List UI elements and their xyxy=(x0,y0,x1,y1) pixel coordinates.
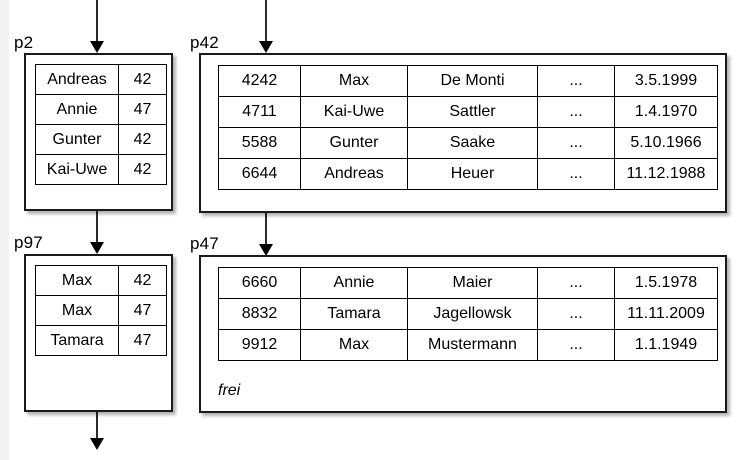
cell-value: 42 xyxy=(118,124,167,155)
cell-first: Max xyxy=(300,329,408,361)
cell-ellipsis: ... xyxy=(537,298,615,330)
arrow-into-p2-head xyxy=(90,41,104,53)
table-row[interactable]: 5588 Gunter Saake ... 5.10.1966 xyxy=(218,127,718,159)
cell-first: Kai-Uwe xyxy=(300,96,408,128)
table-row[interactable]: Annie 47 xyxy=(35,94,167,125)
cell-date: 1.1.1949 xyxy=(614,329,718,361)
cell-last: Heuer xyxy=(407,158,538,190)
cell-id: 9912 xyxy=(218,329,301,361)
cell-ellipsis: ... xyxy=(537,158,615,190)
table-row[interactable]: Andreas 42 xyxy=(35,64,167,95)
page-label-p47: p47 xyxy=(190,234,219,253)
cell-last: De Monti xyxy=(407,65,538,97)
cell-date: 5.10.1966 xyxy=(614,127,718,159)
cell-id: 6660 xyxy=(218,267,301,299)
arrow-p2-to-p97-line xyxy=(96,211,98,245)
page-table-p97: Max 42 Max 47 Tamara 47 xyxy=(35,265,167,356)
page-box-p42[interactable]: 4242 Max De Monti ... 3.5.1999 4711 Kai-… xyxy=(199,53,727,213)
page-table-p2: Andreas 42 Annie 47 Gunter 42 Kai-Uwe 42 xyxy=(35,64,167,185)
cell-date: 1.4.1970 xyxy=(614,96,718,128)
page-label-p42: p42 xyxy=(190,33,219,52)
cell-value: 42 xyxy=(118,265,167,296)
page-table-p42: 4242 Max De Monti ... 3.5.1999 4711 Kai-… xyxy=(218,65,718,190)
cell-value: 47 xyxy=(118,295,167,326)
table-row[interactable]: 4242 Max De Monti ... 3.5.1999 xyxy=(218,65,718,97)
cell-first: Andreas xyxy=(300,158,408,190)
cell-ellipsis: ... xyxy=(537,267,615,299)
cell-first: Max xyxy=(300,65,408,97)
cell-id: 4242 xyxy=(218,65,301,97)
arrow-into-p2-line xyxy=(96,0,98,44)
arrow-out-of-p97-head xyxy=(90,438,104,450)
cell-name: Gunter xyxy=(35,124,119,155)
cell-last: Saake xyxy=(407,127,538,159)
cell-id: 6644 xyxy=(218,158,301,190)
page-box-p2[interactable]: Andreas 42 Annie 47 Gunter 42 Kai-Uwe 42 xyxy=(24,53,173,211)
arrow-out-of-p97-line xyxy=(96,411,98,442)
cell-ellipsis: ... xyxy=(537,65,615,97)
cell-ellipsis: ... xyxy=(537,329,615,361)
table-row[interactable]: Max 47 xyxy=(35,295,167,326)
cell-last: Sattler xyxy=(407,96,538,128)
cell-last: Mustermann xyxy=(407,329,538,361)
table-row[interactable]: Kai-Uwe 42 xyxy=(35,154,167,185)
table-row[interactable]: 4711 Kai-Uwe Sattler ... 1.4.1970 xyxy=(218,96,718,128)
table-row[interactable]: Tamara 47 xyxy=(35,325,167,356)
cell-date: 3.5.1999 xyxy=(614,65,718,97)
left-margin-strip xyxy=(0,0,9,460)
table-row[interactable]: 8832 Tamara Jagellowsk ... 11.11.2009 xyxy=(218,298,718,330)
page-label-p97: p97 xyxy=(14,233,43,252)
cell-first: Gunter xyxy=(300,127,408,159)
cell-name: Tamara xyxy=(35,325,119,356)
cell-name: Max xyxy=(35,295,119,326)
table-row[interactable]: 6660 Annie Maier ... 1.5.1978 xyxy=(218,267,718,299)
cell-last: Jagellowsk xyxy=(407,298,538,330)
table-row[interactable]: Max 42 xyxy=(35,265,167,296)
table-row[interactable]: 6644 Andreas Heuer ... 11.12.1988 xyxy=(218,158,718,190)
cell-value: 47 xyxy=(118,325,167,356)
cell-ellipsis: ... xyxy=(537,96,615,128)
table-row[interactable]: 9912 Max Mustermann ... 1.1.1949 xyxy=(218,329,718,361)
cell-id: 8832 xyxy=(218,298,301,330)
cell-value: 47 xyxy=(118,94,167,125)
cell-first: Annie xyxy=(300,267,408,299)
arrow-into-p42-head xyxy=(259,41,273,53)
cell-name: Annie xyxy=(35,94,119,125)
cell-first: Tamara xyxy=(300,298,408,330)
page-table-p47: 6660 Annie Maier ... 1.5.1978 8832 Tamar… xyxy=(218,267,718,361)
arrow-into-p42-line xyxy=(265,0,267,44)
cell-date: 11.11.2009 xyxy=(614,298,718,330)
cell-date: 11.12.1988 xyxy=(614,158,718,190)
cell-value: 42 xyxy=(118,64,167,95)
arrow-p42-to-p47-head xyxy=(259,244,273,256)
cell-ellipsis: ... xyxy=(537,127,615,159)
cell-value: 42 xyxy=(118,154,167,185)
cell-name: Kai-Uwe xyxy=(35,154,119,185)
cell-name: Max xyxy=(35,265,119,296)
cell-name: Andreas xyxy=(35,64,119,95)
cell-last: Maier xyxy=(407,267,538,299)
table-row[interactable]: Gunter 42 xyxy=(35,124,167,155)
page-box-p97[interactable]: Max 42 Max 47 Tamara 47 xyxy=(24,254,173,412)
page-label-p2: p2 xyxy=(14,33,34,52)
page-box-p47[interactable]: 6660 Annie Maier ... 1.5.1978 8832 Tamar… xyxy=(199,255,727,413)
arrow-p2-to-p97-head xyxy=(90,242,104,254)
cell-date: 1.5.1978 xyxy=(614,267,718,299)
free-space-label: frei xyxy=(218,382,241,399)
cell-id: 4711 xyxy=(218,96,301,128)
arrow-p42-to-p47-line xyxy=(265,213,267,247)
cell-id: 5588 xyxy=(218,127,301,159)
